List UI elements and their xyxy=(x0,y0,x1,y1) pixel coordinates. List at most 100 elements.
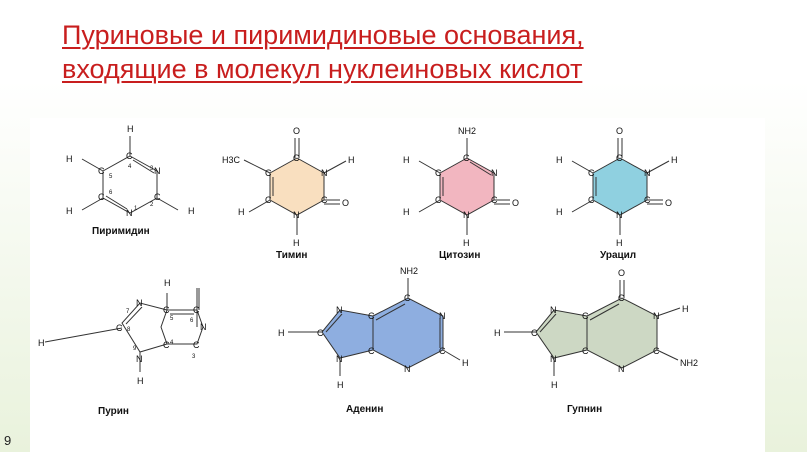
adenine-atom: N xyxy=(336,354,343,364)
guanine-atom: C xyxy=(653,346,660,356)
pyrimidine-atom: C xyxy=(126,151,133,161)
thymine-atom: C xyxy=(293,153,300,163)
slide-title: Пуриновые и пиримидиновые основания, вхо… xyxy=(62,18,584,86)
pyrimidine-structure: H H H H C N C N C C 4 3 2 1 6 5 Пиримиди… xyxy=(66,124,195,237)
guanine-atom: C xyxy=(618,293,625,303)
pyrimidine-atom: H xyxy=(188,206,195,216)
uracil-atom: C xyxy=(588,195,595,205)
adenine-atom: C xyxy=(368,346,375,356)
slide-title-line-1: Пуриновые и пиримидиновые основания, xyxy=(62,20,584,50)
guanine-atom: C xyxy=(531,328,538,338)
guanine-atom: H xyxy=(551,380,558,390)
thymine-atom: C xyxy=(265,195,272,205)
adenine-label: Аденин xyxy=(346,404,383,415)
diagram-panel: H H H H C N C N C C 4 3 2 1 6 5 Пиримиди… xyxy=(30,118,765,452)
cytosine-atom: C xyxy=(491,195,498,205)
cytosine-atom: H xyxy=(403,155,410,165)
cytosine-atom: H xyxy=(463,238,470,248)
adenine-atom: C xyxy=(368,311,375,321)
purine-label: Пурин xyxy=(98,406,129,417)
uracil-atom: H xyxy=(556,207,563,217)
adenine-atom: H xyxy=(278,328,285,338)
pyrimidine-atom: H xyxy=(66,154,73,164)
pyrimidine-atom: N xyxy=(154,166,161,176)
purine-atom: C xyxy=(193,305,200,315)
purine-atom: C xyxy=(193,340,200,350)
thymine-atom: H3C xyxy=(222,155,241,165)
guanine-atom: O xyxy=(618,268,625,278)
adenine-atom: NH2 xyxy=(400,266,418,276)
ring-number: 8 xyxy=(127,327,131,333)
ring-number: 3 xyxy=(150,166,154,172)
thymine-atom: H xyxy=(293,238,300,248)
uracil-atom: C xyxy=(588,168,595,178)
uracil-atom: H xyxy=(616,238,623,248)
guanine-atom: NH2 xyxy=(680,358,698,368)
ring-number: 3 xyxy=(192,354,196,360)
guanine-atom: H xyxy=(682,304,689,314)
pyrimidine-atom: C xyxy=(98,166,105,176)
adenine-atom: C xyxy=(439,346,446,356)
guanine-atom: H xyxy=(494,328,501,338)
ring-number: 9 xyxy=(133,346,137,352)
uracil-atom: H xyxy=(671,155,678,165)
cytosine-atom: H xyxy=(403,207,410,217)
uracil-label: Урацил xyxy=(600,250,636,261)
thymine-atom: O xyxy=(342,198,349,208)
thymine-label: Тимин xyxy=(276,250,307,261)
adenine-atom: N xyxy=(336,305,343,315)
adenine-atom: C xyxy=(404,293,411,303)
guanine-atom: C xyxy=(582,346,589,356)
thymine-atom: O xyxy=(293,126,300,136)
ring-number: 1 xyxy=(134,206,138,212)
purine-atom: H xyxy=(164,278,171,288)
ring-number: 6 xyxy=(109,190,113,196)
ring-number: 6 xyxy=(190,318,194,324)
cytosine-atom: NH2 xyxy=(458,126,476,136)
slide-number: 9 xyxy=(4,433,12,448)
adenine-structure: NH2 H H H N C N C C C N C N Аденин xyxy=(278,266,469,415)
purine-atom: C xyxy=(163,305,170,315)
cytosine-atom: C xyxy=(463,153,470,163)
purine-atom: N xyxy=(136,298,143,308)
purine-atom: N xyxy=(200,322,207,332)
guanine-atom: N xyxy=(550,305,557,315)
thymine-atom: N xyxy=(321,168,328,178)
ring-number: 4 xyxy=(170,340,174,346)
ring-number: 2 xyxy=(150,202,154,208)
guanine-atom: N xyxy=(618,364,625,374)
adenine-atom: N xyxy=(439,311,446,321)
cytosine-atom: C xyxy=(435,168,442,178)
purine-atom: H xyxy=(137,376,144,386)
guanine-atom: N xyxy=(653,311,660,321)
ring-number: 5 xyxy=(170,316,174,322)
uracil-atom: C xyxy=(644,195,651,205)
purine-structure: H H H N C N C C C N C 7 8 9 5 4 6 3 Пури… xyxy=(38,278,207,417)
cytosine-atom: N xyxy=(463,210,470,220)
uracil-atom: C xyxy=(616,153,623,163)
thymine-atom: N xyxy=(293,210,300,220)
adenine-atom: H xyxy=(462,358,469,368)
uracil-atom: N xyxy=(644,168,651,178)
uracil-atom: O xyxy=(616,126,623,136)
purine-atom: C xyxy=(116,323,123,333)
pyrimidine-label: Пиримидин xyxy=(92,226,150,237)
uracil-structure: O H H O H H C N C N C C Урацил xyxy=(556,126,678,261)
uracil-atom: H xyxy=(556,155,563,165)
guanine-atom: N xyxy=(550,354,557,364)
nucleobase-diagram: H H H H C N C N C C 4 3 2 1 6 5 Пиримиди… xyxy=(38,124,698,417)
thymine-atom: H xyxy=(238,207,245,217)
pyrimidine-atom: H xyxy=(66,206,73,216)
ring-number: 7 xyxy=(126,309,130,315)
thymine-atom: H xyxy=(348,155,355,165)
cytosine-structure: NH2 H O H H C N C N C C Цитозин xyxy=(403,126,519,261)
adenine-atom: H xyxy=(337,380,344,390)
guanine-atom: C xyxy=(582,311,589,321)
ring-number: 5 xyxy=(109,174,113,180)
cytosine-atom: C xyxy=(435,195,442,205)
thymine-atom: C xyxy=(265,168,272,178)
ring-number: 4 xyxy=(128,164,132,170)
thymine-structure: O H3C H O H H C N C N C C Тимин xyxy=(222,126,355,261)
purine-atom: C xyxy=(163,340,170,350)
pyrimidine-atom: H xyxy=(127,124,134,134)
